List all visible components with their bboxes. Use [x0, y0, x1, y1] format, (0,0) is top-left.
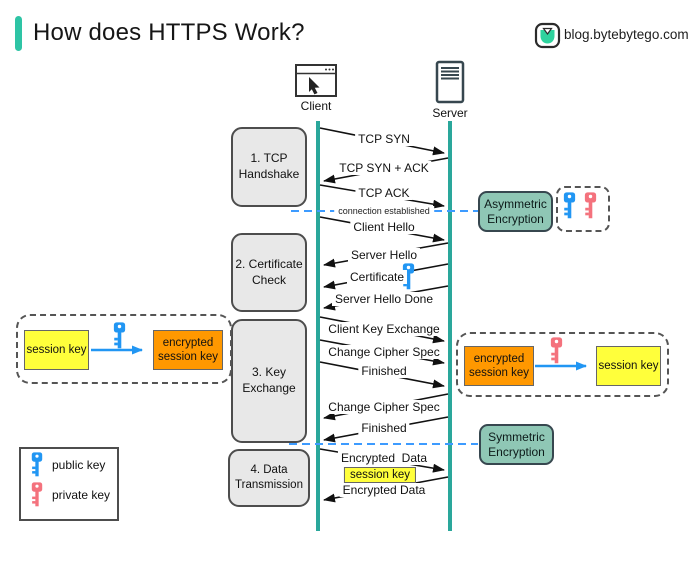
message-label-certificate: Certificate — [346, 270, 408, 284]
symmetric-encryption-box: Symmetric Encryption — [479, 424, 554, 465]
message-label-tcp-syn: TCP SYN — [355, 132, 413, 146]
message-label-tcp-ack: TCP ACK — [355, 186, 413, 200]
message-label-client-key-exchange: Client Key Exchange — [325, 322, 443, 336]
client-icon — [295, 64, 337, 97]
key-legend-box — [19, 447, 119, 521]
message-label-encrypted-data-2: Encrypted Data — [339, 483, 429, 497]
legend-public-key-label: public key — [52, 458, 106, 472]
server-label: Server — [432, 106, 468, 120]
message-label-server-hello-done: Server Hello Done — [331, 292, 437, 306]
message-label-finished-2: Finished — [358, 421, 410, 435]
client-flow-session-key: session key — [24, 330, 89, 370]
page-title: How does HTTPS Work? — [33, 19, 305, 46]
asymmetric-encryption-box: Asymmetric Encryption — [478, 191, 553, 232]
message-label-server-hello: Server Hello — [347, 248, 421, 262]
stage-key-exchange: 3. Key Exchange — [231, 319, 307, 443]
server-session-key-flow-box — [456, 332, 669, 397]
title-accent-bar — [15, 16, 22, 51]
milestone-label-connection-established: connection established — [334, 206, 434, 216]
server-flow-encrypted-session-key: encrypted session key — [464, 346, 534, 386]
message-label-finished-1: Finished — [358, 364, 410, 378]
legend-private-key-label: private key — [52, 488, 111, 502]
client-session-key-flow-box — [16, 314, 232, 384]
message-label-change-cipher-spec-2: Change Cipher Spec — [325, 400, 443, 414]
message-label-client-hello: Client Hello — [350, 220, 418, 234]
stage-tcp-handshake: 1. TCP Handshake — [231, 127, 307, 207]
server-flow-session-key: session key — [596, 346, 661, 386]
client-label: Client — [300, 99, 332, 113]
session-key-tag: session key — [343, 467, 417, 483]
stage-certificate-check: 2. Certificate Check — [231, 233, 307, 312]
cursor-icon — [309, 77, 320, 95]
key-pair-box — [556, 186, 610, 232]
message-label-tcp-syn-ack: TCP SYN + ACK — [336, 161, 432, 175]
message-label-change-cipher-spec-1: Change Cipher Spec — [325, 345, 443, 359]
client-flow-encrypted-session-key: encrypted session key — [153, 330, 223, 370]
stage-data-transmission: 4. Data Transmission — [228, 449, 310, 507]
logo-text: blog.bytebytego.com — [564, 27, 689, 42]
logo-icon — [534, 22, 561, 49]
server-icon — [435, 60, 465, 104]
message-label-encrypted-data-1: Encrypted Data — [337, 451, 431, 465]
